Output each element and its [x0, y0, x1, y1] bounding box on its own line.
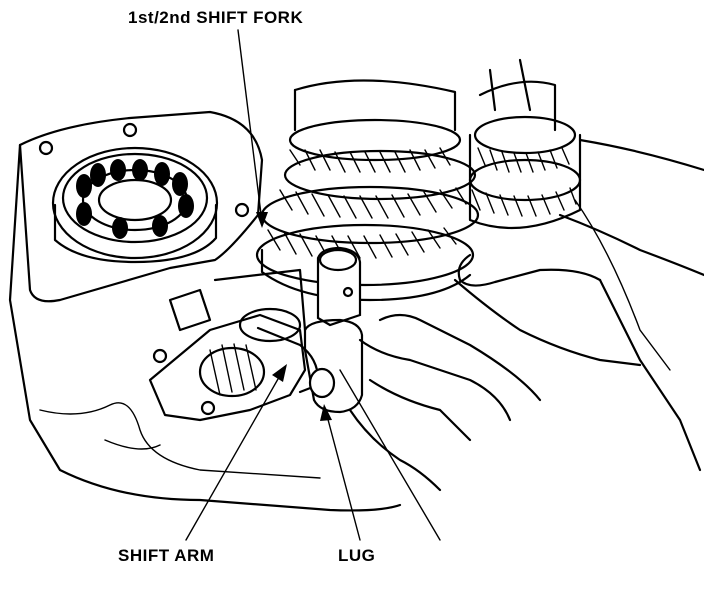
leader-lines [185, 29, 441, 541]
lug-label: LUG [338, 546, 376, 565]
shift-arm-label: SHIFT ARM [118, 546, 215, 565]
shift-arm [148, 307, 336, 422]
hands [348, 138, 704, 492]
gear-stack [255, 58, 582, 302]
shift-fork [168, 246, 364, 414]
shift-fork-label: 1st/2nd SHIFT FORK [128, 8, 304, 27]
bearing [51, 146, 219, 264]
